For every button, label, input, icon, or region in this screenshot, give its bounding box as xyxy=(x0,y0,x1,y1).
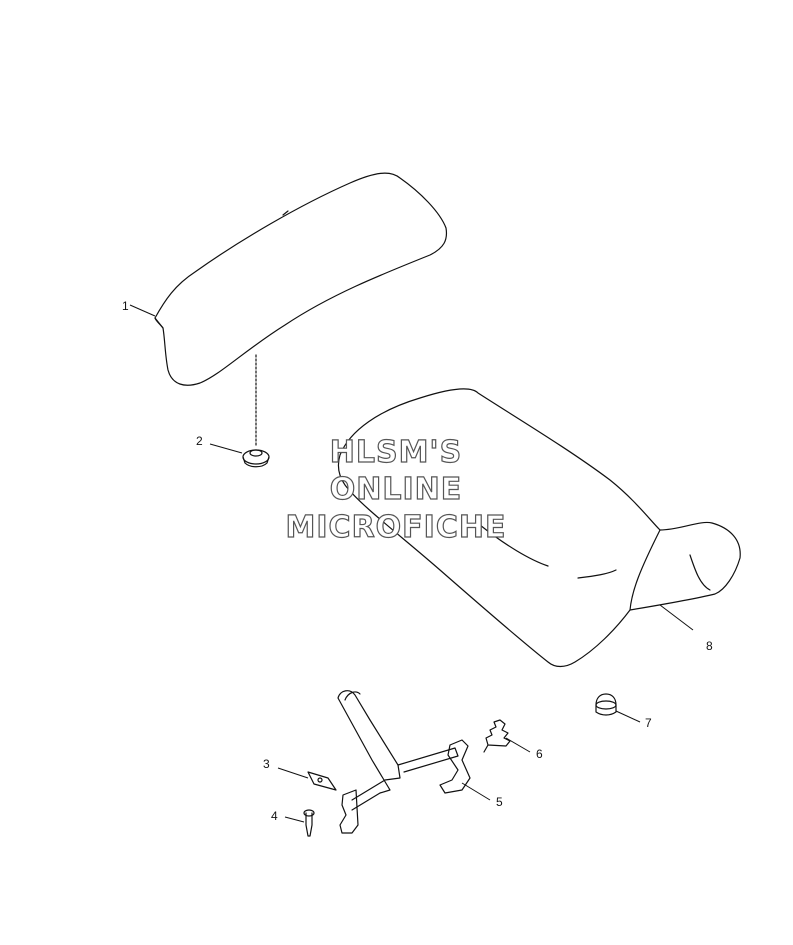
part-7-bumper xyxy=(595,693,617,716)
callout-8: 8 xyxy=(706,639,713,653)
callout-1: 1 xyxy=(122,299,129,313)
watermark: HLSM'S ONLINE MICROFICHE xyxy=(285,434,507,545)
watermark-line-2: ONLINE xyxy=(330,472,463,507)
callout-3: 3 xyxy=(263,757,270,771)
leader-lines xyxy=(129,304,694,823)
part-1-rear-seat xyxy=(154,172,448,386)
part-5-latch-rod xyxy=(337,690,471,834)
callout-5: 5 xyxy=(496,795,503,809)
watermark-line-1: HLSM'S xyxy=(330,435,462,470)
part-6-spring xyxy=(483,719,511,753)
part-2-grommet xyxy=(242,354,270,468)
part-4-rivet xyxy=(303,809,315,837)
part-8-main-seat xyxy=(337,388,741,668)
watermark-line-3: MICROFICHE xyxy=(286,510,507,545)
callout-2: 2 xyxy=(196,434,203,448)
callout-6: 6 xyxy=(536,747,543,761)
part-3-plate xyxy=(307,771,337,791)
callout-numbers: 1 2 3 4 5 6 7 8 xyxy=(122,299,713,823)
callout-7: 7 xyxy=(645,716,652,730)
callout-4: 4 xyxy=(271,809,278,823)
